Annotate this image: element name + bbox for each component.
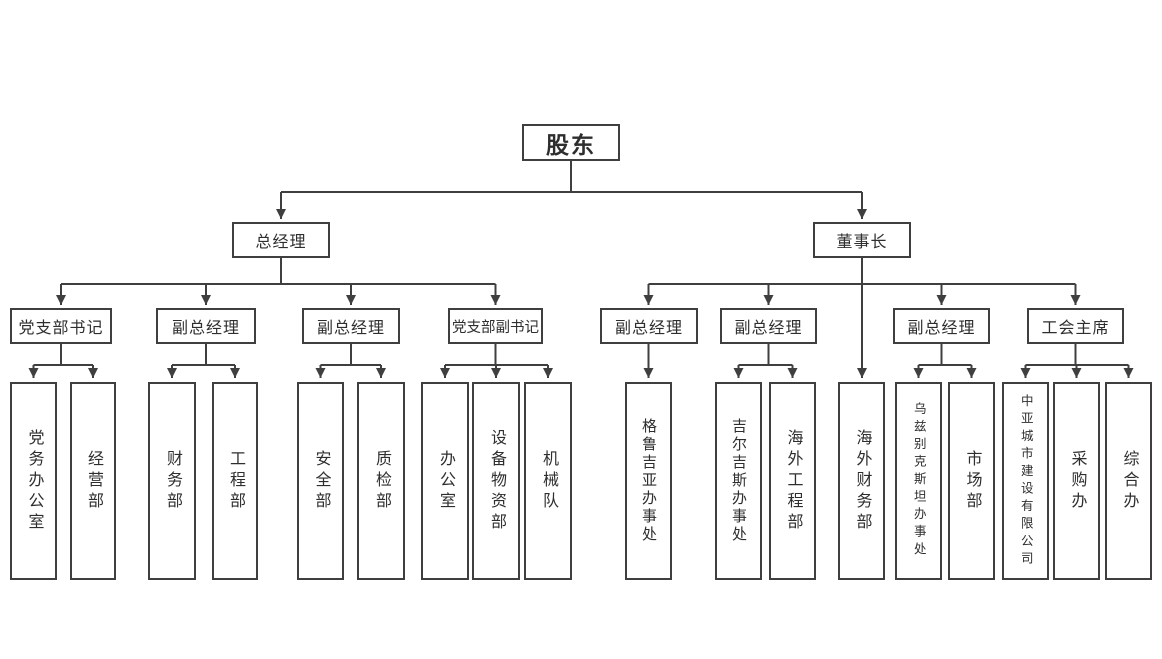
dept-label: 海外财务部 [853,428,871,534]
dept-label: 市场部 [963,449,981,513]
dept-label: 综合办 [1120,449,1138,513]
node-deputy-gm-1: 副总经理 [156,308,256,344]
dept-label: 设备物资部 [488,428,505,534]
dept-label: 经营部 [85,449,102,513]
node-finance-dept: 财务部 [148,382,196,580]
node-procurement-office: 采购办 [1053,382,1100,580]
dept-label: 质检部 [373,449,390,513]
node-office: 办公室 [421,382,469,580]
node-general-manager: 总经理 [232,222,330,258]
node-safety-dept: 安全部 [297,382,344,580]
node-machinery-team: 机械队 [524,382,572,580]
node-georgia-office: 格鲁吉亚办事处 [625,382,672,580]
node-party-affairs-office: 党务办公室 [10,382,57,580]
node-general-affairs-office: 综合办 [1105,382,1152,580]
node-quality-inspection-dept: 质检部 [357,382,405,580]
dept-label: 乌兹别克斯坦办事处 [911,402,926,560]
node-equipment-materials-dept: 设备物资部 [472,382,520,580]
node-deputy-gm-2: 副总经理 [302,308,400,344]
dept-label: 党务办公室 [25,428,43,534]
dept-label: 采购办 [1068,449,1086,513]
dept-label: 机械队 [540,449,557,513]
dept-label: 财务部 [164,449,181,513]
node-marketing-dept: 市场部 [948,382,995,580]
node-deputy-gm-4: 副总经理 [720,308,817,344]
node-kyrgyzstan-office: 吉尔吉斯办事处 [715,382,762,580]
node-operations-dept: 经营部 [70,382,116,580]
node-union-chairman: 工会主席 [1027,308,1124,344]
node-chairman: 董事长 [813,222,911,258]
node-party-branch-secretary: 党支部书记 [10,308,112,344]
node-deputy-party-branch-secretary: 党支部副书记 [448,308,543,344]
node-shareholders: 股东 [522,124,620,161]
node-central-asia-urban-construction-co: 中亚城市建设有限公司 [1002,382,1049,580]
node-engineering-dept: 工程部 [212,382,258,580]
node-overseas-finance-dept: 海外财务部 [838,382,885,580]
dept-label: 工程部 [227,449,244,513]
node-deputy-gm-5: 副总经理 [893,308,990,344]
dept-label: 海外工程部 [784,428,802,534]
node-overseas-engineering-dept: 海外工程部 [769,382,816,580]
dept-label: 吉尔吉斯办事处 [730,418,747,544]
node-deputy-gm-3: 副总经理 [600,308,698,344]
dept-label: 格鲁吉亚办事处 [640,418,657,544]
dept-label: 中亚城市建设有限公司 [1018,393,1033,569]
node-uzbekistan-office: 乌兹别克斯坦办事处 [895,382,942,580]
dept-label: 办公室 [437,449,454,513]
dept-label: 安全部 [312,449,330,513]
